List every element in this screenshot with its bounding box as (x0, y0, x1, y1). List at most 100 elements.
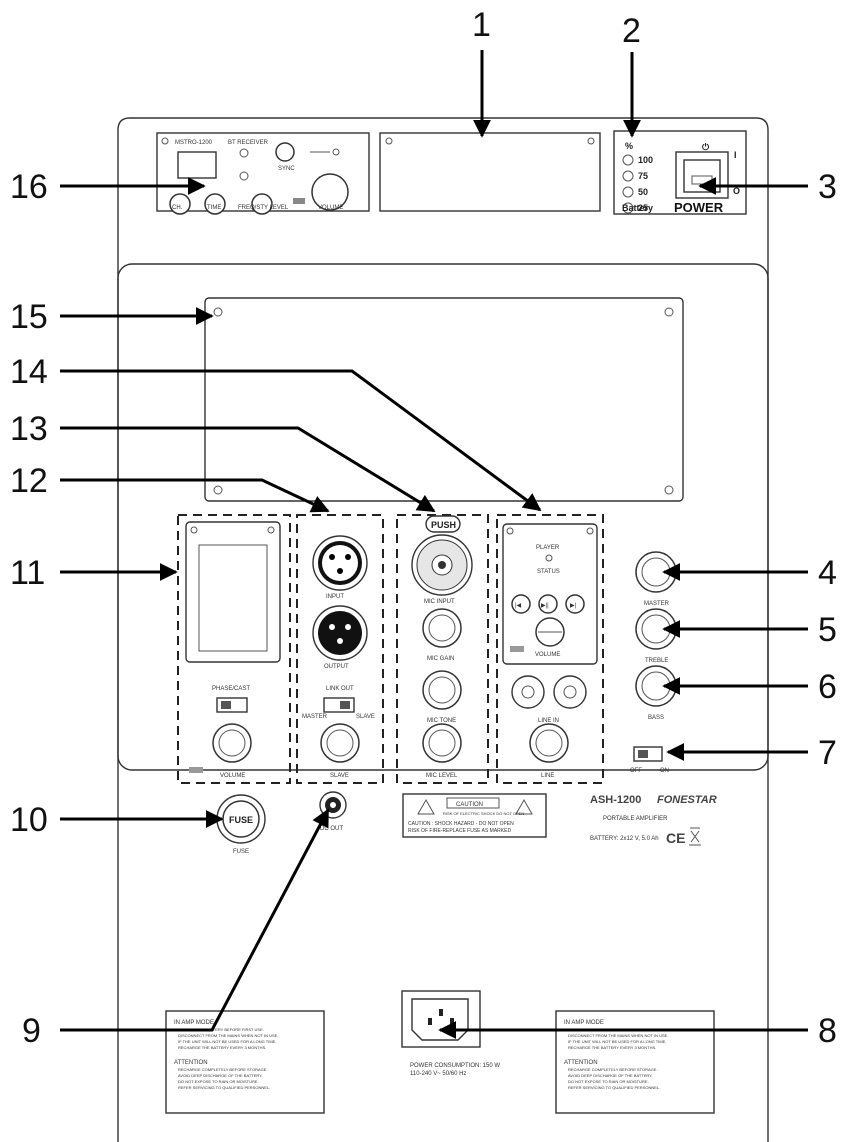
dc-out-jack: DC OUT (319, 791, 347, 832)
time-button[interactable] (204, 193, 226, 215)
callout-7: 7 (818, 734, 837, 772)
svg-text:FUSE: FUSE (229, 815, 253, 825)
svg-text:DC OUT: DC OUT (320, 826, 343, 832)
main-panel (117, 263, 769, 771)
svg-text:DO NOT EXPOSE TO RAIN OR MOIST: DO NOT EXPOSE TO RAIN OR MOISTURE. (178, 1079, 259, 1084)
warning-triangle-icon (515, 798, 533, 815)
media-player (502, 523, 598, 665)
svg-text:POWER CONSUMPTION: 150 W: POWER CONSUMPTION: 150 W (410, 1063, 500, 1069)
svg-text:IN AMP MODE: IN AMP MODE (174, 1020, 214, 1026)
prev-button[interactable] (511, 594, 531, 614)
svg-text:FREQ/STY LEVEL: FREQ/STY LEVEL (238, 205, 289, 211)
svg-text:O: O (733, 186, 740, 196)
svg-text:VOLUME: VOLUME (535, 652, 560, 658)
svg-text:REFER SERVICING TO QUALIFIED P: REFER SERVICING TO QUALIFIED PERSONNEL. (178, 1085, 270, 1090)
svg-text:ON: ON (660, 768, 669, 774)
svg-text:SLAVE: SLAVE (330, 773, 349, 779)
amp-plate (204, 297, 684, 502)
svg-text:LINE: LINE (541, 773, 554, 779)
callout-arrow-14 (60, 369, 542, 512)
on-off-switch[interactable] (633, 746, 663, 762)
svg-text:PHASE/CAST: PHASE/CAST (212, 686, 250, 692)
svg-text:TIME: TIME (207, 205, 221, 211)
play-pause-button[interactable] (538, 594, 558, 614)
push-latch[interactable] (425, 515, 461, 533)
callout-6: 6 (818, 668, 837, 706)
xlr-input-jack[interactable] (312, 535, 368, 591)
switch-7: OFF ON (630, 746, 669, 774)
callout-arrow-13 (60, 426, 436, 513)
svg-text:MIC TONE: MIC TONE (427, 718, 456, 724)
callout-arrows (60, 50, 808, 1039)
svg-text:TREBLE: TREBLE (645, 658, 668, 664)
caution-label: CAUTION RISK OF ELECTRIC SHOCK DO NOT OP… (402, 793, 547, 838)
callout-15: 15 (10, 298, 48, 336)
weee-bin-icon (689, 827, 701, 846)
svg-text:PLAYER: PLAYER (536, 545, 560, 551)
svg-text:IF THE UNIT WILL NOT BE USED F: IF THE UNIT WILL NOT BE USED FOR A LONG … (178, 1039, 276, 1044)
svg-text:RECHARGE COMPLETELY BEFORE STO: RECHARGE COMPLETELY BEFORE STORAGE. (178, 1067, 268, 1072)
rca-right-jack[interactable] (553, 675, 587, 709)
battery-power-panel: % 100 75 50 25 Battery ⏻ I O POWER (613, 130, 747, 215)
svg-text:MIC LEVEL: MIC LEVEL (426, 773, 458, 779)
sync-button[interactable] (275, 142, 295, 162)
next-button[interactable] (565, 594, 585, 614)
svg-text:CAUTION : SHOCK HAZARD - DO NO: CAUTION : SHOCK HAZARD - DO NOT OPEN (408, 821, 514, 827)
combo-mic-input[interactable] (411, 534, 473, 596)
svg-text:CAUTION: CAUTION (456, 802, 483, 808)
svg-text:CHARGE THE BATTERY BEFORE FIRS: CHARGE THE BATTERY BEFORE FIRST USE. (178, 1027, 264, 1032)
xlr-output-jack[interactable] (312, 605, 368, 661)
svg-text:BASS: BASS (648, 715, 664, 721)
svg-text:50: 50 (638, 187, 648, 197)
svg-text:STATUS: STATUS (537, 569, 560, 575)
svg-text:VOLUME: VOLUME (220, 773, 245, 779)
svg-text:MASTER: MASTER (644, 601, 670, 607)
module-title: MSTRO-1200 (175, 140, 213, 146)
freq-level-button[interactable] (251, 193, 273, 215)
svg-text:AVOID DEEP DISCHARGE OF THE BA: AVOID DEEP DISCHARGE OF THE BATTERY. (178, 1073, 262, 1078)
channel-11: PHASE/CAST VOLUME (177, 514, 291, 784)
module-indicator (293, 198, 305, 204)
callout-12: 12 (10, 462, 48, 500)
svg-text:DISCONNECT FROM THE MAINS WHEN: DISCONNECT FROM THE MAINS WHEN NOT IN US… (568, 1033, 668, 1038)
svg-text:FUSE: FUSE (233, 849, 249, 855)
callout-5: 5 (818, 611, 837, 649)
svg-text:IF THE UNIT WILL NOT BE USED F: IF THE UNIT WILL NOT BE USED FOR A LONG … (568, 1039, 666, 1044)
housing-outline (117, 117, 769, 1142)
svg-text:PORTABLE AMPLIFIER: PORTABLE AMPLIFIER (603, 816, 668, 822)
callout-9: 9 (22, 1012, 41, 1050)
svg-text:OUTPUT: OUTPUT (324, 664, 349, 670)
svg-text:25: 25 (638, 203, 648, 213)
svg-text:RISK OF FIRE-REPLACE FUSE AS M: RISK OF FIRE-REPLACE FUSE AS MARKED (408, 828, 511, 834)
callout-arrow-12 (60, 478, 330, 513)
callout-13: 13 (10, 410, 48, 448)
callout-10: 10 (10, 801, 48, 839)
product-info: ASH-1200 FONESTAR PORTABLE AMPLIFIER BAT… (590, 794, 717, 846)
svg-text:AVOID DEEP DISCHARGE OF THE BA: AVOID DEEP DISCHARGE OF THE BATTERY. (568, 1073, 652, 1078)
blank-plate (379, 132, 601, 212)
svg-text:PUSH: PUSH (431, 520, 456, 530)
bluetooth-receiver-module: MSTRO-1200 BT RECEIVER SYNC CH. TIME FRE… (156, 132, 370, 215)
svg-text:SLAVE: SLAVE (356, 714, 375, 720)
rca-left-jack[interactable] (511, 675, 545, 709)
module-display (177, 151, 217, 179)
iec-socket[interactable] (411, 998, 469, 1041)
ch-button[interactable] (169, 193, 191, 215)
channel-14: PLAYER STATUS |◀ ▶|| ▶| VOLUME LINE IN L… (496, 514, 604, 784)
callout-8: 8 (818, 1012, 837, 1050)
svg-text:RISK OF ELECTRIC SHOCK DO NOT: RISK OF ELECTRIC SHOCK DO NOT OPEN (443, 811, 524, 816)
battery-led-75 (622, 170, 634, 182)
svg-text:▶|: ▶| (570, 603, 577, 609)
svg-text:MIC GAIN: MIC GAIN (427, 656, 454, 662)
battery-percent-symbol: % (625, 141, 633, 151)
svg-text:DO NOT EXPOSE TO RAIN OR MOIST: DO NOT EXPOSE TO RAIN OR MOISTURE. (568, 1079, 649, 1084)
phase-switch[interactable] (216, 697, 248, 713)
brand-name: FONESTAR (657, 794, 717, 806)
svg-text:MIC INPUT: MIC INPUT (424, 599, 455, 605)
svg-text:▶||: ▶|| (541, 603, 549, 609)
callout-4: 4 (818, 554, 837, 592)
link-switch[interactable] (323, 697, 355, 713)
svg-text:INPUT: INPUT (326, 594, 344, 600)
module-volume-knob[interactable] (311, 173, 349, 211)
callout-2: 2 (622, 12, 641, 50)
